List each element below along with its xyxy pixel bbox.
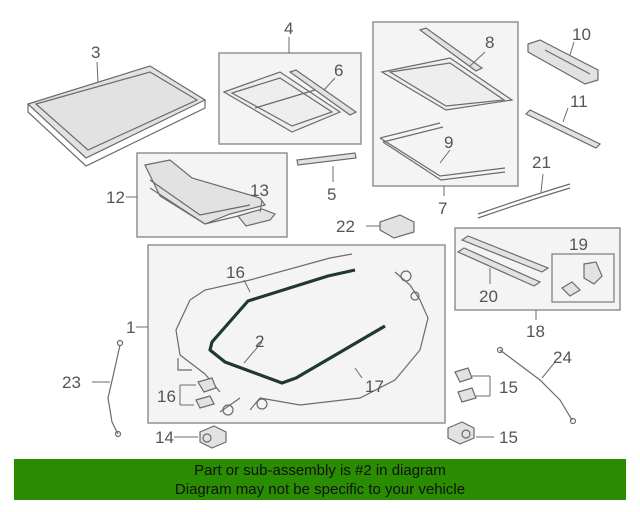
part-25-drain-hose-rear[interactable] [496,346,577,425]
callout-3: 3 [91,43,100,62]
part-23-control-module[interactable] [379,214,415,239]
part-12-deflector-assembly[interactable] [144,159,266,225]
callout-14: 14 [155,428,174,447]
callout-1: 1 [126,318,135,337]
callout-11: 11 [570,92,588,111]
part-16-clip-right[interactable] [454,367,477,403]
callout-19: 18 [526,322,545,341]
callout-10: 10 [572,25,591,44]
callout-16-right: 15 [499,378,518,397]
leader-25 [541,361,556,379]
leader-22 [540,173,544,193]
banner-line-1: Part or sub-assembly is #2 in diagram [194,462,446,479]
callout-9: 9 [444,133,453,152]
callout-20: 19 [569,235,588,254]
part-3-glass-panel[interactable] [26,65,207,167]
callout-22: 21 [532,153,551,172]
part-8-glass-assembly[interactable] [380,27,514,111]
leader-8 [469,51,486,67]
part-11-deflector-strip[interactable] [524,109,602,149]
leader-16-left [179,384,196,406]
part-20-rail-hardware[interactable] [561,261,603,297]
group-box-20 [551,253,615,303]
part-4-sunshade-panel[interactable] [222,71,342,133]
leader-2 [243,341,263,364]
callout-25: 24 [553,348,572,367]
leader-17 [243,279,251,293]
banner-line-2: Diagram may not be specific to your vehi… [174,481,466,498]
callout-7: 7 [438,199,447,218]
callout-8: 8 [485,33,494,52]
part-24-drain-hose-front[interactable] [107,339,124,438]
part-16-clip-left[interactable] [195,377,217,409]
callout-17: 16 [226,263,245,282]
callout-2: 2 [255,332,264,351]
part-10-rail-bracket[interactable] [527,39,599,85]
part-21-guide-rail[interactable] [456,235,550,287]
callout-12: 12 [106,188,125,207]
part-6-trim-strip[interactable] [288,69,358,116]
callout-13: 13 [250,181,269,200]
leader-3 [96,61,99,83]
part-5-seal-strip[interactable] [296,152,357,166]
part-14-motor[interactable] [199,425,227,449]
callout-24: 23 [62,373,81,392]
callout-21: 20 [479,287,498,306]
callout-4: 4 [284,19,293,38]
part-9-frame-seal[interactable] [379,122,506,181]
info-banner: Part or sub-assembly is #2 in diagram Di… [14,459,626,500]
group-box-1 [147,244,446,424]
part-13-clip[interactable] [236,208,276,227]
callout-15: 15 [499,428,518,447]
callout-5: 5 [327,185,336,204]
callout-6: 6 [334,61,343,80]
leader-9 [439,149,451,164]
leader-6 [323,77,336,91]
leader-18 [354,367,363,379]
callout-18: 17 [365,377,384,396]
leader-11 [562,107,569,123]
part-2-drain-hose-selected[interactable] [208,268,386,385]
leader-13 [259,199,263,213]
part-22-roof-molding[interactable] [477,183,571,219]
callout-16-left: 16 [157,387,176,406]
leader-10 [569,41,575,56]
callout-23: 22 [336,217,355,236]
part-15-motor[interactable] [447,421,475,445]
leader-16-right [472,375,491,397]
